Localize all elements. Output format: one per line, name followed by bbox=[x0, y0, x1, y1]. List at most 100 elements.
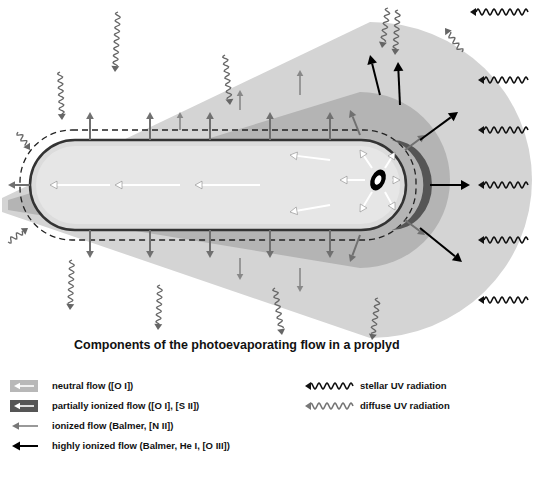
ionized-envelope bbox=[2, 22, 532, 338]
flow-arrow-head bbox=[388, 202, 395, 210]
flow-arrow-shaft bbox=[329, 230, 331, 251]
flow-arrow-head bbox=[452, 252, 462, 262]
flow-arrow-head bbox=[360, 150, 367, 158]
uv-wave bbox=[273, 288, 283, 328]
flow-arrow-head bbox=[206, 251, 214, 258]
flow-arrow-shaft bbox=[352, 235, 360, 255]
uv-wave bbox=[484, 127, 528, 133]
flow-arrow-head bbox=[290, 152, 297, 160]
flow-arrow-shaft bbox=[297, 156, 330, 160]
uv-wave-head bbox=[154, 324, 162, 330]
uv-wave-head bbox=[305, 382, 311, 390]
uv-wave bbox=[311, 383, 353, 389]
flow-arrow-head bbox=[237, 90, 244, 96]
uv-wave-head bbox=[478, 126, 484, 134]
flow-arrow-head bbox=[12, 442, 20, 451]
neutral-flow-tube bbox=[30, 140, 406, 230]
flow-arrow-shaft bbox=[20, 385, 34, 387]
flow-arrow-head bbox=[297, 70, 304, 76]
flow-arrow-shaft bbox=[239, 96, 241, 110]
uv-wave-head bbox=[478, 296, 484, 304]
flow-arrow-head bbox=[50, 181, 57, 189]
legend-text: neutral flow ([O I]) bbox=[52, 380, 133, 391]
flow-arrow-head bbox=[237, 274, 244, 280]
flow-arrow-shaft bbox=[420, 117, 451, 140]
ionization-front-region bbox=[8, 92, 450, 268]
flow-arrow-shaft bbox=[202, 184, 260, 186]
flow-arrow-head bbox=[8, 181, 15, 189]
star bbox=[373, 174, 383, 186]
uv-wave-head bbox=[111, 66, 119, 72]
dashed-boundary bbox=[20, 130, 416, 240]
uv-wave bbox=[484, 237, 528, 243]
uv-wave-head bbox=[478, 76, 484, 84]
uv-wave-head bbox=[478, 236, 484, 244]
flow-arrow-head bbox=[206, 112, 214, 119]
flow-arrow-head bbox=[448, 112, 458, 121]
uv-wave-head bbox=[391, 49, 399, 55]
flow-arrow-shaft bbox=[19, 425, 38, 427]
flow-arrow-head bbox=[326, 251, 334, 258]
flow-arrow-head bbox=[14, 403, 20, 410]
star-disk bbox=[367, 167, 389, 193]
flow-arrow-shaft bbox=[57, 184, 110, 186]
flow-arrow-shaft bbox=[385, 158, 391, 168]
uv-wave bbox=[381, 8, 390, 42]
flow-arrow-head bbox=[195, 181, 202, 189]
uv-wave-head bbox=[379, 41, 387, 48]
flow-arrow-shaft bbox=[353, 116, 360, 135]
figure-title: Components of the photoevaporating flow … bbox=[74, 338, 400, 352]
flow-arrow-shaft bbox=[20, 405, 34, 407]
flow-arrow-shaft bbox=[364, 156, 372, 168]
flow-arrow-head bbox=[349, 254, 356, 262]
flow-arrow-head bbox=[340, 176, 347, 184]
uv-wave-head bbox=[225, 99, 233, 105]
flow-arrow-shaft bbox=[398, 71, 400, 105]
flow-arrow-head bbox=[290, 207, 298, 215]
flow-arrow-shaft bbox=[15, 184, 30, 186]
legend-text: diffuse UV radiation bbox=[360, 400, 450, 411]
flow-arrow-head bbox=[115, 181, 122, 189]
flow-arrow-shaft bbox=[89, 230, 91, 251]
flow-arrow-head bbox=[297, 286, 304, 292]
flow-arrow-head bbox=[146, 112, 154, 119]
flow-arrow-shaft bbox=[149, 230, 151, 251]
flow-arrow-shaft bbox=[269, 119, 271, 140]
flow-arrow-head bbox=[86, 112, 94, 119]
flow-arrow-shaft bbox=[299, 76, 301, 95]
uv-wave bbox=[393, 10, 400, 49]
flow-arrow-head bbox=[349, 110, 356, 118]
uv-wave bbox=[113, 12, 120, 66]
flow-arrow-shaft bbox=[122, 184, 180, 186]
flow-arrow-head bbox=[177, 112, 184, 118]
uv-wave bbox=[484, 182, 528, 188]
flow-arrow-head bbox=[266, 251, 274, 258]
flow-arrow-head bbox=[360, 204, 367, 212]
legend-text: ionized flow (Balmer, [N II]) bbox=[52, 420, 173, 431]
flow-arrow-head bbox=[393, 176, 400, 184]
flow-arrow-shaft bbox=[372, 64, 380, 95]
uv-wave bbox=[156, 285, 162, 324]
flow-arrow-shaft bbox=[299, 268, 301, 286]
flow-arrow-shaft bbox=[209, 230, 211, 251]
flow-arrow-shaft bbox=[405, 139, 419, 150]
proplyd bbox=[2, 8, 532, 340]
uv-wave-head bbox=[21, 228, 28, 235]
flow-arrow-head bbox=[14, 383, 20, 390]
flow-arrow-shaft bbox=[149, 119, 151, 140]
flow-arrow-head bbox=[326, 112, 334, 119]
uv-wave-head bbox=[478, 181, 484, 189]
uv-wave bbox=[484, 77, 528, 83]
flow-arrow-shaft bbox=[329, 119, 331, 140]
flow-arrow-shaft bbox=[89, 119, 91, 140]
uv-wave bbox=[476, 9, 528, 15]
legend-text: stellar UV radiation bbox=[360, 380, 447, 391]
uv-wave bbox=[68, 260, 74, 304]
flow-arrow-shaft bbox=[20, 445, 38, 447]
tube-inner bbox=[36, 146, 400, 224]
uv-wave bbox=[484, 297, 528, 303]
flow-arrow-head bbox=[266, 112, 274, 119]
flow-arrow-shaft bbox=[239, 258, 241, 274]
legend-text: partially ionized flow ([O I], [S II]) bbox=[52, 400, 199, 411]
